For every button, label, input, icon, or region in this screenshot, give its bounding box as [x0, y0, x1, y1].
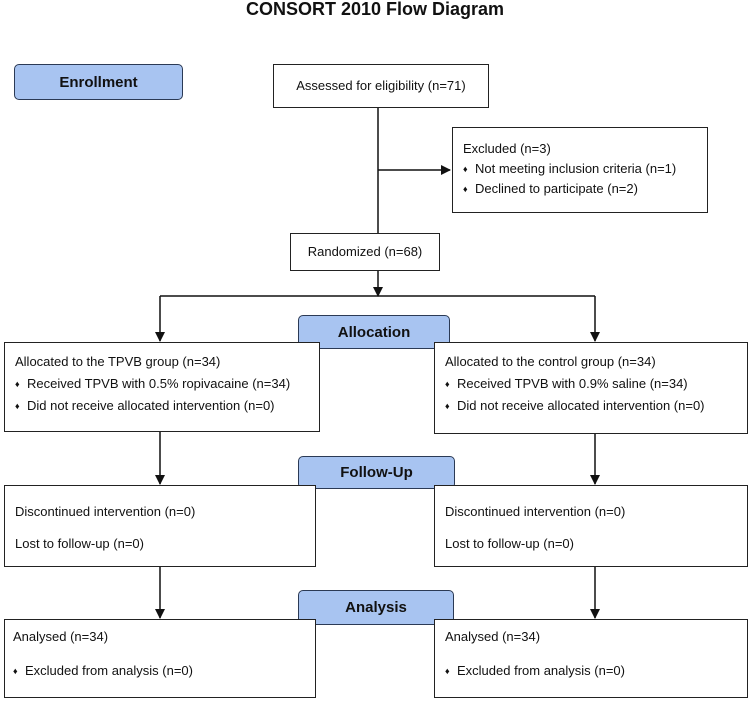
left-followup-box: Discontinued intervention (n=0) Lost to …	[4, 485, 316, 567]
phase-analysis: Analysis	[298, 590, 454, 625]
left-analysis-item: ♦Excluded from analysis (n=0)	[13, 663, 193, 678]
right-allocation-box: Allocated to the control group (n=34) ♦R…	[434, 342, 748, 434]
right-allocation-item: ♦Received TPVB with 0.9% saline (n=34)	[445, 376, 688, 391]
excluded-heading: Excluded (n=3)	[463, 141, 551, 156]
right-allocation-item: ♦Did not receive allocated intervention …	[445, 398, 705, 413]
left-analysis-heading: Analysed (n=34)	[13, 629, 109, 644]
assessed-box: Assessed for eligibility (n=71)	[273, 64, 489, 108]
assessed-text: Assessed for eligibility (n=71)	[296, 78, 466, 93]
right-followup-lost: Lost to follow-up (n=0)	[445, 536, 574, 551]
right-analysis-box: Analysed (n=34) ♦Excluded from analysis …	[434, 619, 748, 698]
left-allocation-heading: Allocated to the TPVB group (n=34)	[15, 354, 221, 369]
randomized-box: Randomized (n=68)	[290, 233, 440, 271]
randomized-text: Randomized (n=68)	[307, 244, 423, 259]
left-followup-discontinued: Discontinued intervention (n=0)	[15, 504, 196, 519]
left-allocation-item: ♦Received TPVB with 0.5% ropivacaine (n=…	[15, 376, 291, 391]
left-allocation-box: Allocated to the TPVB group (n=34) ♦Rece…	[4, 342, 320, 432]
left-allocation-item: ♦Did not receive allocated intervention …	[15, 398, 275, 413]
left-followup-lost: Lost to follow-up (n=0)	[15, 536, 144, 551]
phase-enrollment: Enrollment	[14, 64, 183, 100]
excluded-item: ♦Declined to participate (n=2)	[463, 181, 638, 196]
diagram-title: CONSORT 2010 Flow Diagram	[245, 0, 505, 19]
right-followup-discontinued: Discontinued intervention (n=0)	[445, 504, 626, 519]
right-analysis-heading: Analysed (n=34)	[445, 629, 541, 644]
excluded-item: ♦Not meeting inclusion criteria (n=1)	[463, 161, 677, 176]
phase-followup: Follow-Up	[298, 456, 455, 489]
right-analysis-item: ♦Excluded from analysis (n=0)	[445, 663, 625, 678]
phase-allocation: Allocation	[298, 315, 450, 349]
right-allocation-heading: Allocated to the control group (n=34)	[445, 354, 656, 369]
excluded-box: Excluded (n=3) ♦Not meeting inclusion cr…	[452, 127, 708, 213]
left-analysis-box: Analysed (n=34) ♦Excluded from analysis …	[4, 619, 316, 698]
right-followup-box: Discontinued intervention (n=0) Lost to …	[434, 485, 748, 567]
